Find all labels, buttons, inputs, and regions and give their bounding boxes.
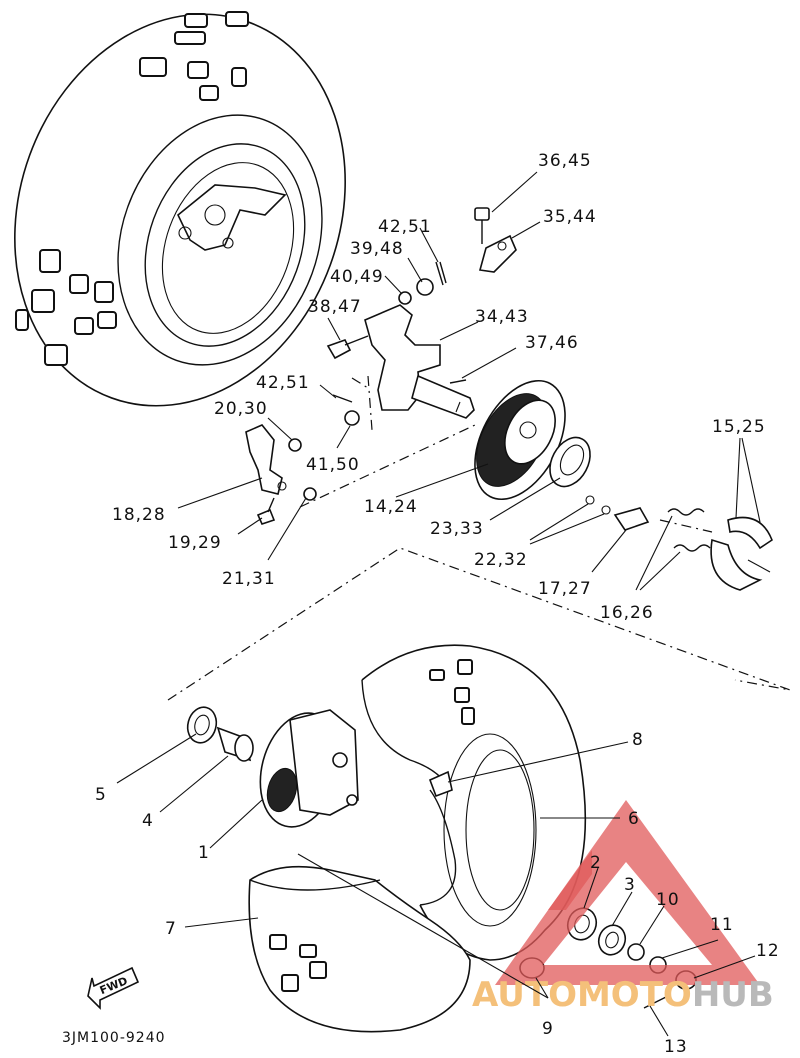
explosion-lines [167, 375, 791, 701]
callout-3: 3 [624, 875, 636, 895]
callout-42-51-lower: 42,51 [256, 373, 310, 393]
callout-10: 10 [656, 890, 680, 910]
callout-12: 12 [756, 941, 780, 961]
callout-2: 2 [590, 853, 602, 873]
callout-19-29: 19,29 [168, 533, 222, 553]
leader-lines [116, 171, 761, 1037]
callout-15-25: 15,25 [712, 417, 766, 437]
brake-assembly [474, 379, 773, 591]
callout-6: 6 [628, 809, 640, 829]
callout-9: 9 [542, 1019, 554, 1039]
callout-17-27: 17,27 [538, 579, 592, 599]
steering-knuckle-group [245, 207, 517, 525]
callout-38-47: 38,47 [308, 297, 362, 317]
callout-34-43: 34,43 [475, 307, 529, 327]
callout-41-50: 41,50 [306, 455, 360, 475]
callout-13: 13 [664, 1037, 688, 1057]
svg-text:AUTOMOTOHUB: AUTOMOTOHUB [472, 975, 774, 1015]
callout-8: 8 [632, 730, 644, 750]
callout-22-32: 22,32 [474, 550, 528, 570]
callout-5: 5 [95, 785, 107, 805]
callout-23-33: 23,33 [430, 519, 484, 539]
callout-39-48: 39,48 [350, 239, 404, 259]
callout-7: 7 [165, 919, 177, 939]
callout-40-49: 40,49 [330, 267, 384, 287]
watermark: AUTOMOTOHUB [472, 800, 774, 1015]
assembled-wheel [14, 11, 346, 407]
callout-labels: 36,45 35,44 42,51 39,48 40,49 38,47 34,4… [95, 151, 780, 1057]
callout-14-24: 14,24 [364, 497, 418, 517]
watermark-text-b: HUB [692, 975, 774, 1015]
callout-21-31: 21,31 [222, 569, 276, 589]
diagram-code: 3JM100-9240 [62, 1030, 166, 1046]
callout-42-51-upper: 42,51 [378, 217, 432, 237]
callout-35-44: 35,44 [543, 207, 597, 227]
watermark-logo [495, 800, 760, 985]
callout-37-46: 37,46 [525, 333, 579, 353]
callout-16-26: 16,26 [600, 603, 654, 623]
fwd-arrow: FWD [87, 966, 140, 1010]
callout-4: 4 [142, 811, 154, 831]
watermark-text-a: AUTOMOTO [472, 975, 692, 1015]
callout-11: 11 [710, 915, 734, 935]
callout-18-28: 18,28 [112, 505, 166, 525]
callout-1: 1 [198, 843, 210, 863]
callout-20-30: 20,30 [214, 399, 268, 419]
callout-36-45: 36,45 [538, 151, 592, 171]
